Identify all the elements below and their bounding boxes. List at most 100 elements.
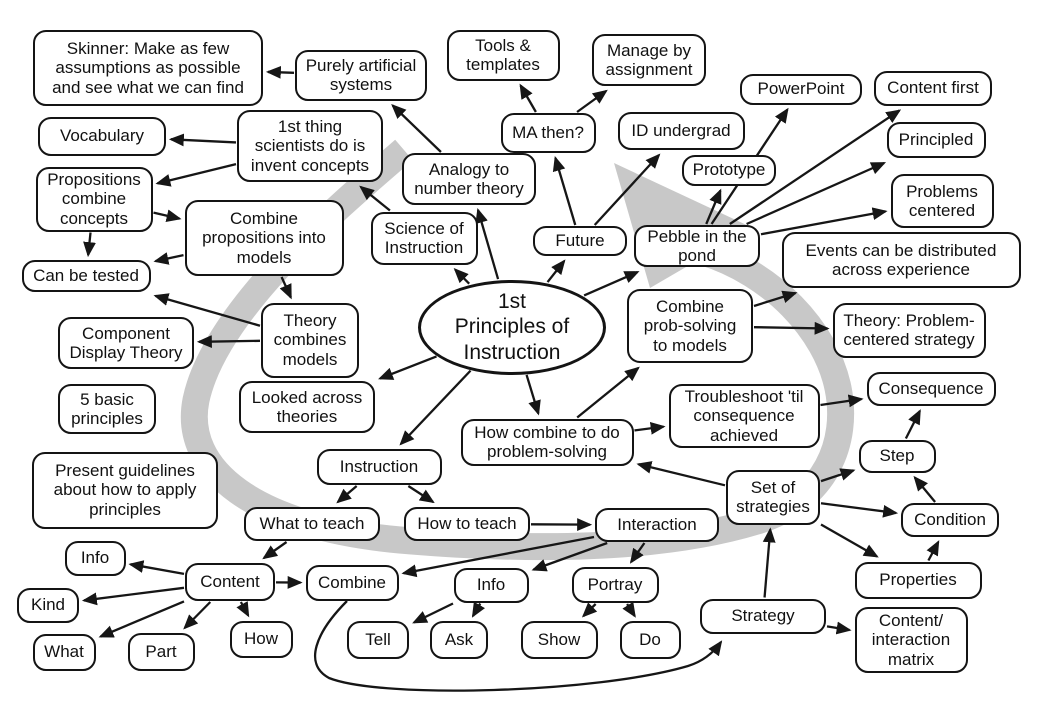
- node-science: Science of Instruction: [370, 211, 478, 265]
- edge-infocenter-to-tell: [412, 602, 454, 624]
- edge-condition-to-step: [913, 475, 936, 503]
- edge-analogy-to-purely: [391, 104, 442, 153]
- edge-howcombine-to-combineprob: [576, 366, 640, 419]
- edge-theorycombines-to-component: [196, 335, 261, 349]
- node-powerpoint: PowerPoint: [740, 73, 862, 105]
- node-combineprops: Combine propositions into models: [184, 200, 344, 276]
- edge-firstthing-to-vocabulary: [168, 133, 237, 147]
- edge-instruction-to-howteach: [407, 485, 435, 504]
- node-combine: Combine: [305, 565, 399, 601]
- node-future: Future: [533, 226, 627, 256]
- node-events: Events can be distributed across experie…: [781, 232, 1021, 288]
- node-condition: Condition: [901, 503, 999, 537]
- node-component: Component Display Theory: [58, 317, 194, 369]
- edge-theorycombines-to-canbetested: [153, 293, 261, 327]
- node-howcombine: How combine to do problem-solving: [460, 418, 634, 466]
- node-tell: Tell: [347, 621, 409, 659]
- node-content: Content: [185, 563, 275, 601]
- edge-combineprob-to-events: [753, 290, 798, 308]
- edge-instruction-to-whatteach: [336, 485, 358, 504]
- node-do: Do: [619, 621, 681, 659]
- node-ask: Ask: [430, 621, 488, 659]
- node-analogy: Analogy to number theory: [402, 153, 536, 205]
- edge-future-to-mathen: [552, 155, 577, 226]
- node-theoryproblem: Theory: Problem- centered strategy: [832, 302, 986, 358]
- edges-group: [81, 65, 940, 692]
- edge-step-to-consequence: [904, 409, 921, 440]
- edge-center-to-looked: [378, 355, 437, 380]
- node-looked: Looked across theories: [239, 381, 375, 433]
- edge-center-to-analogy: [475, 207, 500, 280]
- edge-strategy-to-setof: [762, 527, 776, 598]
- edge-pebble-to-problems: [760, 207, 888, 236]
- node-idundergrad: ID undergrad: [617, 112, 745, 150]
- edge-setof-to-properties: [820, 523, 879, 558]
- edge-pebble-to-prototype: [705, 188, 722, 225]
- node-whatteach: What to teach: [244, 507, 380, 541]
- node-interaction: Interaction: [595, 508, 719, 542]
- node-prototype: Prototype: [682, 154, 776, 186]
- node-center: 1st Principles of Instruction: [418, 279, 606, 375]
- node-what: What: [32, 633, 96, 671]
- node-consequence: Consequence: [866, 372, 996, 406]
- edge-properties-to-condition: [926, 540, 940, 562]
- node-firstthing: 1st thing scientists do is invent concep…: [237, 110, 383, 182]
- edge-portray-to-show: [581, 602, 598, 618]
- edge-purely-to-skinner: [265, 65, 295, 79]
- node-infoleft: Info: [64, 540, 126, 576]
- node-setof: Set of strategies: [726, 469, 820, 525]
- node-purely: Purely artificial systems: [295, 49, 427, 101]
- edge-combine-to-strategy: [313, 600, 723, 692]
- edge-content-to-part: [183, 601, 212, 630]
- node-mathen: MA then?: [500, 113, 596, 153]
- edge-center-to-howcombine: [525, 374, 541, 416]
- node-properties: Properties: [854, 561, 982, 599]
- edge-center-to-instruction: [399, 369, 472, 446]
- edge-interaction-to-infocenter: [531, 541, 608, 572]
- node-theorycombines: Theory combines models: [261, 302, 359, 378]
- node-kind: Kind: [17, 587, 79, 623]
- edge-pebble-to-contentfirst: [729, 109, 902, 225]
- node-propositions: Propositions combine concepts: [35, 166, 153, 232]
- node-portray: Portray: [571, 567, 659, 603]
- node-problems: Problems centered: [890, 174, 994, 228]
- node-skinner: Skinner: Make as few assumptions as poss…: [33, 30, 263, 106]
- node-part: Part: [127, 633, 195, 671]
- node-step: Step: [858, 439, 936, 473]
- node-pebble: Pebble in the pond: [634, 225, 760, 267]
- edge-interaction-to-portray: [629, 542, 646, 564]
- edge-content-to-kind: [81, 586, 185, 606]
- edge-content-to-infoleft: [128, 560, 185, 575]
- edge-interaction-to-combine: [401, 535, 595, 578]
- edge-propositions-to-combineprops: [153, 209, 182, 223]
- edge-howcombine-to-troubleshoot: [634, 421, 666, 435]
- node-matrix: Content/ interaction matrix: [854, 607, 968, 673]
- edge-future-to-idundergrad: [593, 153, 661, 226]
- node-infocenter: Info: [453, 567, 529, 603]
- edge-content-to-how: [236, 601, 250, 618]
- node-troubleshoot: Troubleshoot 'til consequence achieved: [668, 384, 820, 448]
- edge-setof-to-step: [820, 468, 856, 483]
- edge-center-to-pebble: [583, 270, 640, 297]
- edge-setof-to-condition: [820, 502, 899, 518]
- node-instruction: Instruction: [316, 449, 442, 485]
- node-how: How: [229, 620, 293, 658]
- node-tools: Tools & templates: [446, 29, 560, 81]
- edge-combineprops-to-theorycombines: [279, 276, 292, 300]
- edge-whatteach-to-content: [262, 541, 288, 560]
- edge-propositions-to-canbetested: [83, 232, 96, 258]
- node-fivebasic: 5 basic principles: [58, 384, 156, 434]
- node-strategy: Strategy: [700, 598, 826, 634]
- edge-pebble-to-principled: [746, 161, 887, 226]
- edge-combineprob-to-theoryproblem: [753, 321, 830, 335]
- node-combineprob: Combine prob-solving to models: [627, 289, 753, 363]
- edge-setof-to-howcombine: [636, 461, 726, 487]
- node-vocabulary: Vocabulary: [38, 116, 166, 156]
- edge-strategy-to-matrix: [826, 621, 852, 635]
- edge-firstthing-to-propositions: [155, 163, 237, 187]
- edge-combineprops-to-canbetested: [153, 252, 184, 265]
- edge-infocenter-to-ask: [471, 601, 485, 618]
- node-manage: Manage by assignment: [592, 34, 706, 86]
- node-show: Show: [520, 621, 598, 659]
- edge-content-to-what: [98, 600, 185, 638]
